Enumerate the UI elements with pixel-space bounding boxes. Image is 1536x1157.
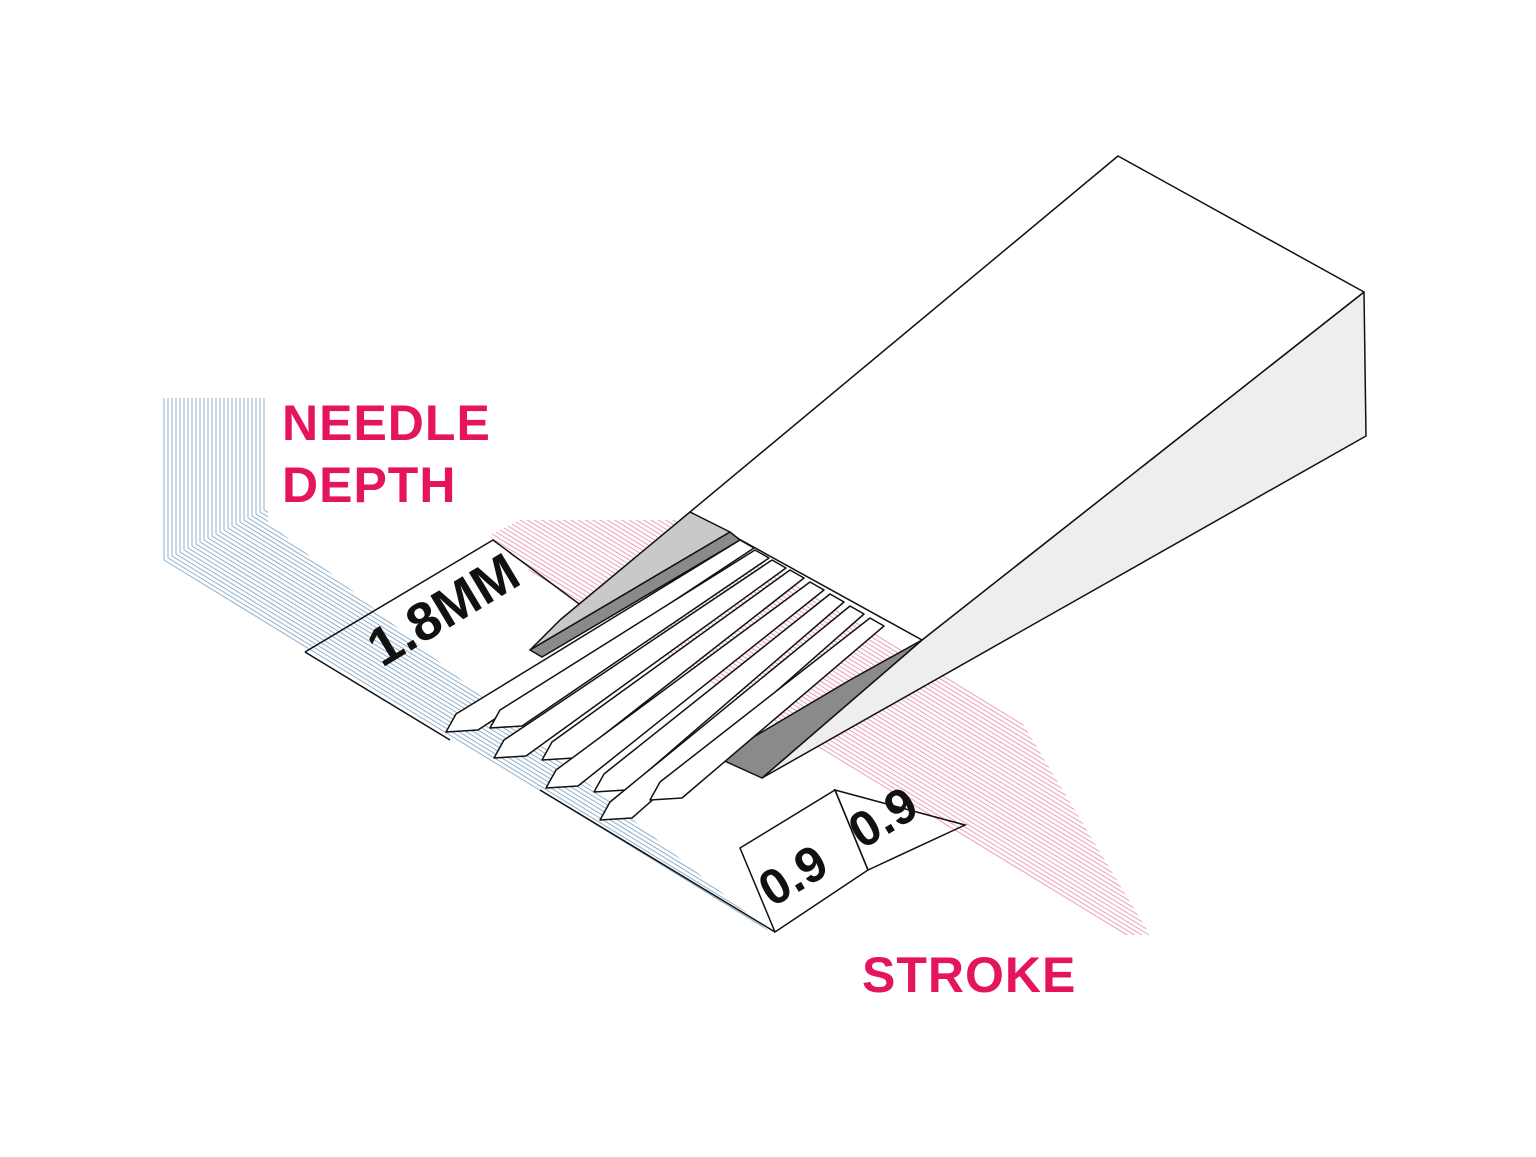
stroke-left-value-label: 0.9: [749, 834, 837, 918]
needle-depth-label: NEEDLE DEPTH: [282, 392, 491, 516]
stroke-right-value-label: 0.9: [839, 776, 927, 860]
hatch-line: [255, 398, 770, 932]
hatch-line: [171, 398, 770, 932]
needle: [649, 617, 885, 801]
needle: [599, 605, 865, 821]
depth-box-front-edge: [304, 651, 451, 741]
needle: [545, 581, 825, 789]
hatch-line: [163, 398, 770, 932]
stroke-label: STROKE: [862, 947, 1077, 1003]
needle-depth-line2: DEPTH: [282, 457, 457, 513]
hatch-line: [247, 398, 770, 932]
stroke-box-right: [833, 788, 968, 872]
depth-value-label: 1.8MM: [357, 542, 529, 678]
hatch-line: [259, 398, 770, 932]
ruler-base-line: [539, 789, 776, 933]
needle-depth-line1: NEEDLE: [282, 395, 491, 451]
hatch-line: [243, 398, 770, 932]
needle: [489, 549, 770, 729]
depth-ruler: [304, 539, 968, 934]
cartridge-dark-shadow-top: [529, 531, 741, 658]
hatch-line: [239, 398, 770, 932]
needle-group: [445, 539, 885, 821]
depth-box-1.8mm: [304, 539, 591, 653]
needle-cartridge: [529, 155, 1367, 779]
needle: [445, 539, 755, 733]
hatch-line: [167, 398, 770, 932]
needle: [593, 593, 845, 793]
hatch-line: [251, 398, 770, 932]
needle: [541, 569, 805, 761]
needle: [493, 559, 787, 759]
hatch-line: [263, 398, 770, 932]
